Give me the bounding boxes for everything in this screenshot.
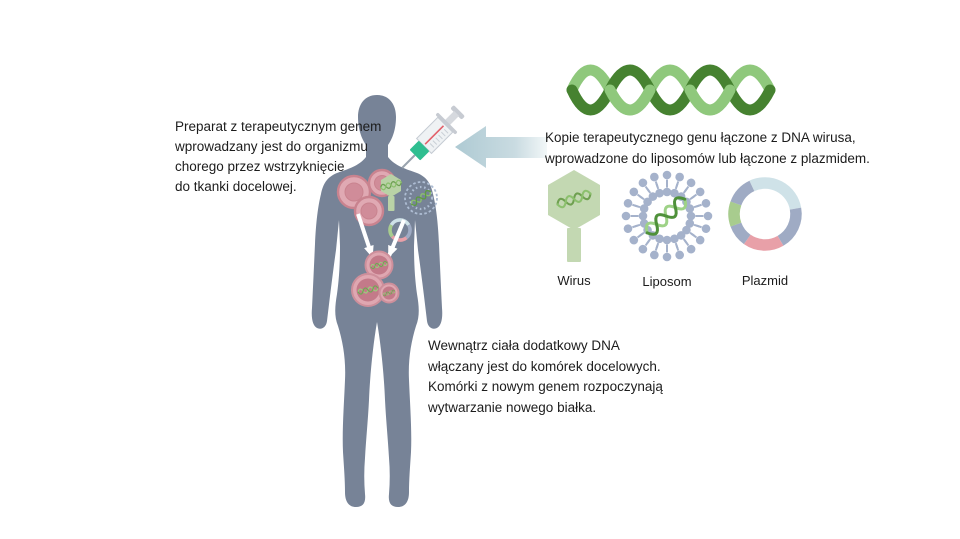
expression-note-line: wytwarzanie nowego białka. (428, 399, 597, 415)
expression-note-line: Wewnątrz ciała dodatkowy DNA (428, 338, 620, 353)
migration-arrow-left (356, 213, 374, 258)
syringe-needle (401, 154, 416, 169)
vectors-note-line: wprowadzone do liposomów lub łączone z p… (545, 151, 870, 166)
liposome-icon (620, 169, 714, 263)
vectors-note-line: Kopie terapeutycznego genu łączone z DNA… (545, 130, 856, 145)
syringe-plunger-rod (444, 110, 460, 126)
syringe-liquid-line (424, 125, 445, 145)
syringe-flange (435, 112, 458, 135)
dna-strand-light (566, 64, 776, 116)
plasmid-particle-icon (388, 218, 412, 242)
plasmid-segment-gray2 (730, 222, 751, 245)
dna-helix-icon (566, 64, 776, 116)
plasmid-segment-pink (743, 234, 784, 251)
syringe-plunger-cap (451, 105, 465, 119)
syringe-hub (409, 141, 429, 161)
vectors-note: Kopie terapeutycznego genu łączone z DNA… (545, 127, 870, 169)
injection-note-line: chorego przez wstrzyknięcie (175, 159, 345, 174)
plasmid-segment-green (728, 201, 742, 227)
dna-strand-dark (566, 64, 776, 116)
cell-core (344, 182, 364, 202)
syringe-icon (401, 105, 465, 169)
plasmid-segment-blue (749, 177, 802, 210)
injection-note-line: Preparat z terapeutycznym genem (175, 119, 382, 134)
plasmid-icon (728, 177, 802, 251)
expression-note: Wewnątrz ciała dodatkowy DNA włączany je… (428, 336, 663, 418)
cell-core (360, 202, 378, 220)
injection-note: Preparat z terapeutycznym genem wprowadz… (175, 117, 381, 197)
transduced-cells (351, 250, 400, 307)
injection-note-line: do tkanki docelowej. (175, 179, 297, 194)
injection-note-line: wprowadzany jest do organizmu (175, 139, 368, 154)
liposome-label: Liposom (642, 274, 692, 289)
plasmid-segment-gray (777, 207, 802, 246)
virus-label: Wirus (557, 273, 591, 288)
expression-note-line: Komórki z nowym genem rozpoczynają (428, 379, 663, 394)
virus-particle-icon (379, 174, 403, 211)
virus-icon (548, 170, 600, 262)
migration-arrows (356, 213, 406, 258)
virus-tail (567, 228, 581, 262)
injection-direction-arrow (455, 126, 547, 168)
syringe-scale-ticks (429, 128, 449, 148)
expression-note-line: włączany jest do komórek docelowych. (428, 358, 661, 374)
migration-arrow-right (387, 219, 406, 258)
liposome-particle-icon (404, 181, 438, 215)
plasmid-segment-gray3 (730, 180, 755, 206)
plasmid-label: Plazmid (741, 273, 789, 288)
dna-strand-light-weave (604, 84, 736, 116)
